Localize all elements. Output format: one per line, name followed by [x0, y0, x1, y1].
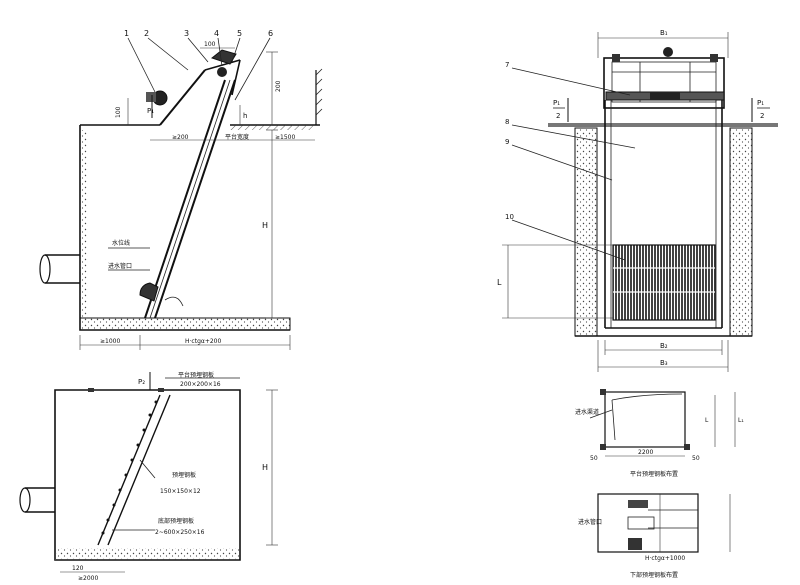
drive-frame [603, 57, 725, 109]
front-callout-leaders [511, 67, 636, 261]
section-inlet-pipe [19, 487, 55, 513]
label-mid-plate-size: 150×150×12 [160, 488, 201, 495]
section-dim-height: H [262, 463, 268, 472]
dim-floor-gap: ≥200 [172, 134, 189, 141]
detail-top-h1: L [705, 417, 709, 424]
callout-5: 5 [237, 29, 242, 38]
label-top-plate: 平台预埋钢板 [178, 371, 214, 379]
front-elevation: B₁ L [497, 29, 778, 372]
drive-motor-front [663, 47, 673, 57]
callout-1: 1 [124, 29, 129, 38]
section-rail-right [107, 394, 171, 546]
dim-b1: B₁ [660, 29, 668, 37]
dim-left-small: 100 [115, 106, 122, 118]
ground-hatch [315, 68, 323, 116]
detail-top-width: 2200 [638, 449, 653, 456]
detail-top-label: 进水渠道 [575, 408, 599, 416]
screen-bars [612, 244, 716, 321]
dim-right-top: 200 [275, 80, 282, 92]
channel-floor [79, 317, 291, 331]
inlet-pipe [39, 254, 80, 284]
detail-top: 进水渠道 2200 50 50 L L₁ 平台预埋钢板布置 [575, 389, 744, 478]
detail-bottom-dim: H·ctgα+1000 [645, 555, 685, 562]
callout-3: 3 [184, 29, 189, 38]
pressure-right-top: P₁ [757, 99, 764, 107]
callout-2: 2 [144, 29, 149, 38]
pressure-right-bottom: 2 [760, 112, 764, 120]
detail-bottom: 进水管口 H·ctgα+1000 下部预埋钢板布置 [578, 493, 731, 579]
label-top-plate-size: 200×200×16 [180, 381, 221, 388]
wall-left [574, 127, 598, 337]
pressure-p1: P₁ [147, 107, 154, 115]
callout-8: 8 [505, 118, 509, 126]
dim-bottom-mid: H·ctgα+200 [185, 338, 221, 345]
label-bottom-plate: 底部预埋钢板 [158, 517, 194, 525]
dim-l: L [497, 278, 502, 287]
drive-motor [146, 49, 237, 106]
dim-b3: B₃ [660, 359, 668, 367]
inclined-screen [139, 59, 241, 319]
section-dim-a: 120 [72, 565, 84, 572]
label-mid-plate: 预埋钢板 [172, 471, 196, 479]
callout-4: 4 [214, 29, 219, 38]
label-water-level: 水位线 [112, 239, 130, 247]
dim-mid-small: h [243, 112, 247, 120]
embedded-plates [101, 400, 158, 535]
pressure-p2: P₂ [138, 378, 145, 386]
section-outline [54, 389, 241, 561]
dim-b2: B₂ [660, 342, 668, 350]
dim-height: H [262, 221, 268, 230]
section-dim-b: ≥2000 [78, 575, 98, 582]
callout-6: 6 [268, 29, 273, 38]
side-dimension-lines [79, 47, 315, 350]
dim-bottom-left: ≥1000 [100, 338, 120, 345]
pressure-left-top: P₁ [553, 99, 560, 107]
label-bottom-plate-size: 2~600×250×16 [155, 529, 205, 536]
detail-top-caption: 平台预埋钢板布置 [630, 470, 678, 478]
section-rail-left [97, 394, 161, 546]
callout-9: 9 [505, 138, 509, 146]
wall-right-front [729, 127, 753, 337]
detail-top-box [604, 391, 686, 448]
callout-10: 10 [505, 213, 514, 221]
pressure-left-bottom: 2 [556, 112, 560, 120]
dim-top-small: 100 [204, 41, 216, 48]
detail-top-small-left: 50 [590, 455, 598, 462]
platform-slab [230, 125, 315, 130]
detail-top-small-right: 50 [692, 455, 700, 462]
dim-floor-label: 平台宽度 [225, 133, 249, 141]
label-inlet: 进水管口 [108, 262, 132, 270]
callout-7: 7 [505, 61, 509, 69]
detail-top-h2: L₁ [738, 417, 744, 424]
side-elevation: 1 2 3 4 5 6 100 200 100 h ≥200 平台宽度 ≥150… [39, 29, 323, 350]
dim-floor-right: ≥1500 [275, 134, 295, 141]
detail-bottom-caption: 下部预埋钢板布置 [630, 571, 678, 579]
detail-bottom-label: 进水管口 [578, 518, 602, 526]
wall-fill [80, 130, 88, 318]
detail-bottom-box [597, 493, 699, 553]
section-view: P₂ 平台预埋钢板 200×200×16 预埋钢板 150×150×12 底部预… [19, 371, 278, 582]
callout-leaders [127, 37, 271, 101]
